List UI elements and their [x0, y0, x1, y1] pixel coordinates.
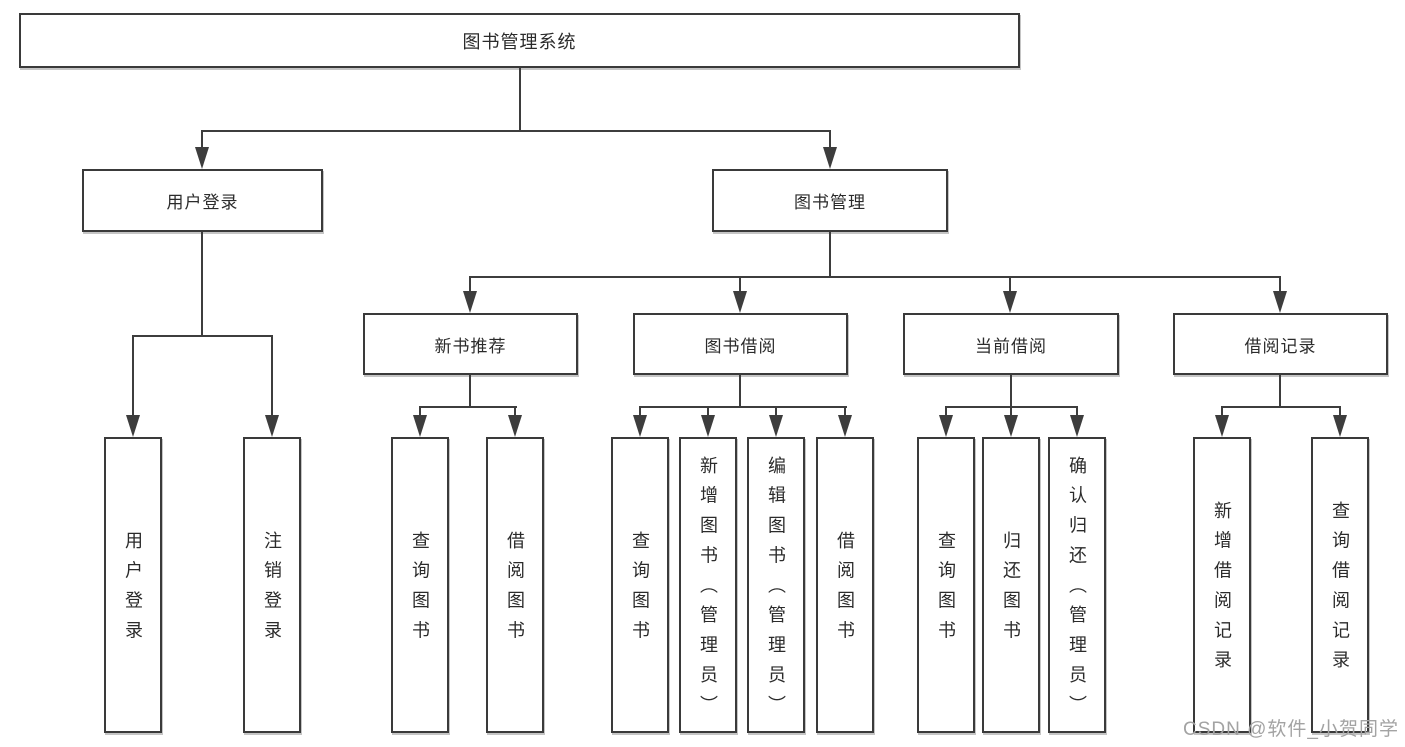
leaf-current-confirm-admin: 确认归还（管理员） — [1048, 437, 1106, 733]
node-book-borrow-label: 图书借阅 — [704, 336, 777, 356]
connector-newbook-stem — [469, 375, 471, 408]
arrowhead-bookborrow-query — [633, 415, 647, 437]
connector-bookmgmt-drop-2 — [739, 276, 741, 292]
arrowhead-borrow-records — [1273, 291, 1287, 313]
connector-current-drop-2 — [1010, 406, 1012, 416]
leaf-records-add: 新增借阅记录 — [1193, 437, 1251, 733]
connector-userlogin-drop-2 — [271, 335, 273, 415]
node-borrow-records: 借阅记录 — [1173, 313, 1388, 375]
connector-newbook-drop-2 — [514, 406, 516, 416]
node-current-borrow: 当前借阅 — [903, 313, 1119, 375]
leaf-current-return-label: 归还图书 — [1001, 531, 1021, 651]
connector-root-drop-right — [829, 130, 831, 148]
connector-bookborrow-rail — [639, 406, 847, 408]
arrowhead-book-borrow — [733, 291, 747, 313]
leaf-current-query: 查询图书 — [917, 437, 975, 733]
node-book-management: 图书管理 — [712, 169, 948, 232]
connector-newbook-drop-1 — [419, 406, 421, 416]
connector-records-drop-2 — [1339, 406, 1341, 416]
connector-bookmgmt-stem — [829, 232, 831, 278]
node-new-book-recommend-label: 新书推荐 — [434, 336, 507, 356]
connector-userlogin-rail — [132, 335, 273, 337]
leaf-user-login-label: 用户登录 — [123, 531, 143, 651]
arrowhead-records-query — [1333, 415, 1347, 437]
connector-userlogin-stem — [201, 232, 203, 337]
arrowhead-new-book — [463, 291, 477, 313]
leaf-newbook-query: 查询图书 — [391, 437, 449, 733]
leaf-newbook-borrow: 借阅图书 — [486, 437, 544, 733]
arrowhead-current-query — [939, 415, 953, 437]
arrowhead-leaf-user-login — [126, 415, 140, 437]
node-current-borrow-label: 当前借阅 — [975, 336, 1047, 356]
arrowhead-newbook-query — [413, 415, 427, 437]
leaf-borrow-edit-admin-label: 编辑图书（管理员） — [766, 456, 786, 726]
node-root-label: 图书管理系统 — [462, 31, 577, 52]
leaf-records-add-label: 新增借阅记录 — [1212, 501, 1232, 681]
leaf-records-query-label: 查询借阅记录 — [1330, 501, 1350, 681]
connector-records-stem — [1279, 375, 1281, 408]
connector-bookborrow-drop-3 — [775, 406, 777, 416]
arrowhead-bookborrow-add — [701, 415, 715, 437]
leaf-logout-label: 注销登录 — [262, 531, 282, 651]
arrowhead-user-login — [195, 147, 209, 169]
connector-newbook-rail — [419, 406, 517, 408]
connector-bookmgmt-rail — [469, 276, 1281, 278]
leaf-borrow-query-label: 查询图书 — [630, 531, 650, 651]
connector-bookborrow-drop-1 — [639, 406, 641, 416]
arrowhead-current-confirm — [1070, 415, 1084, 437]
connector-current-drop-3 — [1076, 406, 1078, 416]
node-user-login: 用户登录 — [82, 169, 323, 232]
connector-bookborrow-stem — [739, 375, 741, 408]
node-root: 图书管理系统 — [19, 13, 1020, 68]
connector-bookmgmt-drop-4 — [1279, 276, 1281, 292]
arrowhead-records-add — [1215, 415, 1229, 437]
connector-records-drop-1 — [1221, 406, 1223, 416]
leaf-logout: 注销登录 — [243, 437, 301, 733]
arrowhead-bookborrow-borrow — [838, 415, 852, 437]
connector-root-stem — [519, 68, 521, 130]
leaf-newbook-query-label: 查询图书 — [410, 531, 430, 651]
leaf-borrow-borrow-label: 借阅图书 — [835, 531, 855, 651]
leaf-borrow-query: 查询图书 — [611, 437, 669, 733]
arrowhead-newbook-borrow — [508, 415, 522, 437]
connector-bookborrow-drop-2 — [707, 406, 709, 416]
leaf-borrow-borrow: 借阅图书 — [816, 437, 874, 733]
arrowhead-current-borrow — [1003, 291, 1017, 313]
leaf-borrow-add-admin-label: 新增图书（管理员） — [698, 456, 718, 726]
leaf-user-login: 用户登录 — [104, 437, 162, 733]
arrowhead-book-management — [823, 147, 837, 169]
csdn-watermark: CSDN @软件_小贺同学 — [1183, 719, 1399, 740]
connector-root-drop-left — [201, 130, 203, 148]
arrowhead-bookborrow-edit — [769, 415, 783, 437]
arrowhead-current-return — [1004, 415, 1018, 437]
arrowhead-leaf-logout — [265, 415, 279, 437]
leaf-current-return: 归还图书 — [982, 437, 1040, 733]
leaf-records-query: 查询借阅记录 — [1311, 437, 1369, 733]
node-book-borrow: 图书借阅 — [633, 313, 848, 375]
connector-root-rail — [201, 130, 831, 132]
connector-bookmgmt-drop-1 — [469, 276, 471, 292]
node-book-management-label: 图书管理 — [794, 193, 866, 212]
leaf-borrow-edit-admin: 编辑图书（管理员） — [747, 437, 805, 733]
node-user-login-label: 用户登录 — [166, 193, 239, 212]
leaf-current-query-label: 查询图书 — [936, 531, 956, 651]
connector-records-rail — [1221, 406, 1341, 408]
node-borrow-records-label: 借阅记录 — [1244, 336, 1317, 356]
connector-current-drop-1 — [945, 406, 947, 416]
connector-bookmgmt-drop-3 — [1009, 276, 1011, 292]
connector-current-stem — [1010, 375, 1012, 408]
connector-userlogin-drop-1 — [132, 335, 134, 415]
leaf-current-confirm-admin-label: 确认归还（管理员） — [1067, 456, 1087, 726]
leaf-newbook-borrow-label: 借阅图书 — [505, 531, 525, 651]
connector-bookborrow-drop-4 — [844, 406, 846, 416]
leaf-borrow-add-admin: 新增图书（管理员） — [679, 437, 737, 733]
node-new-book-recommend: 新书推荐 — [363, 313, 578, 375]
